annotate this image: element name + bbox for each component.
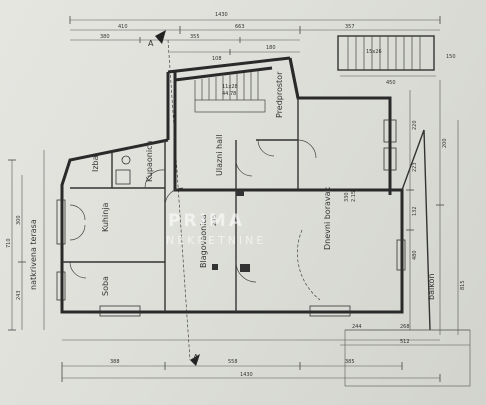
room-predprostor: Predprostor xyxy=(275,71,284,118)
room-kupaonica: Kupaonica xyxy=(145,141,154,182)
dim-stair-hall-2: 44.78 xyxy=(222,91,236,97)
dim-left-300: 300 xyxy=(16,215,22,225)
dim-stair-hall: 11x28 xyxy=(222,84,238,90)
section-marker-bottom: A xyxy=(193,353,199,362)
room-balkon: balkon xyxy=(427,273,436,300)
dim-bottom-left: 388 xyxy=(110,359,120,365)
section-marker-top: A xyxy=(148,39,154,48)
room-blagovaonica: Blagovaonica xyxy=(199,214,208,268)
dim-blag-height: 2.15 xyxy=(212,215,218,226)
dim-left-243: 243 xyxy=(16,290,22,300)
dim-left-710: 710 xyxy=(6,238,12,248)
dim-right-450: 450 xyxy=(386,80,396,86)
dim-bottom-244: 244 xyxy=(352,324,362,330)
room-izba: Izba xyxy=(91,155,100,172)
dim-top-sub-3: 180 xyxy=(266,45,276,51)
dim-right-815: 815 xyxy=(460,280,466,290)
door-swings xyxy=(69,139,321,301)
section-line-a xyxy=(155,30,200,366)
dim-top-right: 357 xyxy=(345,24,355,30)
dim-top-mid: 663 xyxy=(235,24,245,30)
dim-top-left: 410 xyxy=(118,24,128,30)
dim-bottom-right: 385 xyxy=(345,359,355,365)
dim-boravak-height: 2.15 xyxy=(351,191,357,202)
dim-top-total: 1430 xyxy=(215,12,228,18)
dim-top-sub-4: 108 xyxy=(212,56,222,62)
bathroom-fixtures xyxy=(115,155,131,185)
dim-right-200: 200 xyxy=(442,138,448,148)
dim-right-220: 220 xyxy=(412,120,418,130)
hall-stair xyxy=(194,71,266,113)
dim-right-223: 223 xyxy=(412,162,418,172)
dim-bottom-268: 268 xyxy=(400,324,410,330)
chimney-marks xyxy=(212,190,250,272)
room-soba: Soba xyxy=(101,276,110,296)
dim-top-sub-2: 355 xyxy=(190,34,200,40)
dim-top-sub-1: 380 xyxy=(100,34,110,40)
window-marks xyxy=(56,119,406,317)
dim-right-150: 150 xyxy=(446,54,456,60)
watermark-line2: NEKRETNINE xyxy=(166,234,266,247)
room-ulazni-hall: Ulazni hall xyxy=(215,135,224,176)
dim-bottom-512: 512 xyxy=(400,339,410,345)
right-dimensions xyxy=(401,80,459,335)
room-kuhinja: Kuhinja xyxy=(101,202,110,232)
dim-stair-top: 15x26 xyxy=(366,49,382,55)
bottom-dimensions xyxy=(61,329,471,387)
dim-right-480: 480 xyxy=(412,250,418,260)
dim-right-132: 132 xyxy=(412,206,418,216)
dim-boravak-330: 330 xyxy=(344,192,350,202)
exterior-stair xyxy=(337,35,436,77)
interior-walls xyxy=(62,98,299,312)
watermark-line1: PRIMA xyxy=(168,211,245,231)
dim-bottom-mid: 558 xyxy=(228,359,238,365)
room-natkrivena-terasa: natkrivena terasa xyxy=(29,219,38,290)
left-dimensions xyxy=(8,150,45,331)
room-dnevni-boravak: Dnevni boravak xyxy=(323,186,332,250)
dim-bottom-total: 1430 xyxy=(240,372,253,378)
top-dimensions xyxy=(69,16,441,55)
